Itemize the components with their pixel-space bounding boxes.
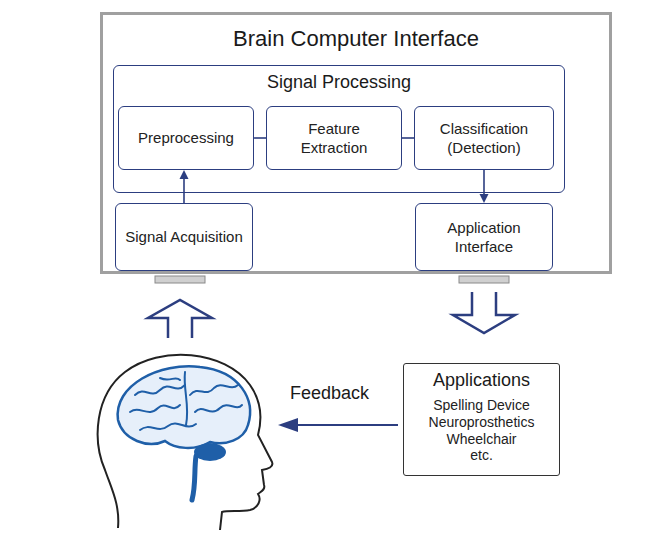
brain xyxy=(118,366,250,448)
processing-group: Signal ProcessingPreprocessing Feature Ex… xyxy=(113,65,565,193)
list-item: Wheelchair xyxy=(446,431,516,448)
list-item: Spelling Device xyxy=(433,397,530,414)
input-arrow xyxy=(148,300,212,338)
connector-line xyxy=(254,137,266,139)
output-arrow xyxy=(453,292,515,333)
feedback-arrow xyxy=(296,424,398,426)
connector-line xyxy=(183,178,185,203)
arrowhead xyxy=(180,170,189,179)
bci-frame: Brain Computer InterfaceSignal Processin… xyxy=(100,12,612,274)
brain-stem xyxy=(192,456,196,500)
feedback-arrowhead xyxy=(278,418,298,432)
process-box: Application Interface xyxy=(415,203,553,271)
node-title: Preprocessing xyxy=(138,128,234,148)
applications-box: ApplicationsSpelling DeviceNeuroprosthet… xyxy=(403,363,560,476)
node-title: Signal Acquisition xyxy=(125,227,243,247)
connector xyxy=(480,170,489,203)
node-title: Brain Computer Interface xyxy=(103,15,609,52)
process-box: Signal Acquisition xyxy=(115,203,253,271)
brain-gyri xyxy=(130,372,242,430)
node-title: Feature Extraction xyxy=(273,119,395,158)
node-title: Application Interface xyxy=(422,218,546,257)
node-title: Classification (Detection) xyxy=(421,119,547,158)
node-title: Signal Processing xyxy=(114,66,564,93)
head-outline xyxy=(98,355,273,530)
list-item: Neuroprosthetics xyxy=(429,414,535,431)
connector xyxy=(180,170,189,203)
connector xyxy=(453,276,515,333)
connector-line xyxy=(402,137,414,139)
connector-tab xyxy=(155,276,205,283)
connector xyxy=(254,138,266,139)
cerebellum xyxy=(194,443,226,461)
node-title: Applications xyxy=(433,370,530,391)
arrowhead xyxy=(480,194,489,203)
edge-label: Feedback xyxy=(290,383,369,404)
process-box: Classification (Detection) xyxy=(414,106,554,170)
connector-line xyxy=(483,170,485,195)
list-item: etc. xyxy=(470,447,493,464)
process-box: Feature Extraction xyxy=(266,106,402,170)
connector-tab xyxy=(459,276,509,283)
process-box: Preprocessing xyxy=(118,106,254,170)
connector xyxy=(402,138,414,139)
